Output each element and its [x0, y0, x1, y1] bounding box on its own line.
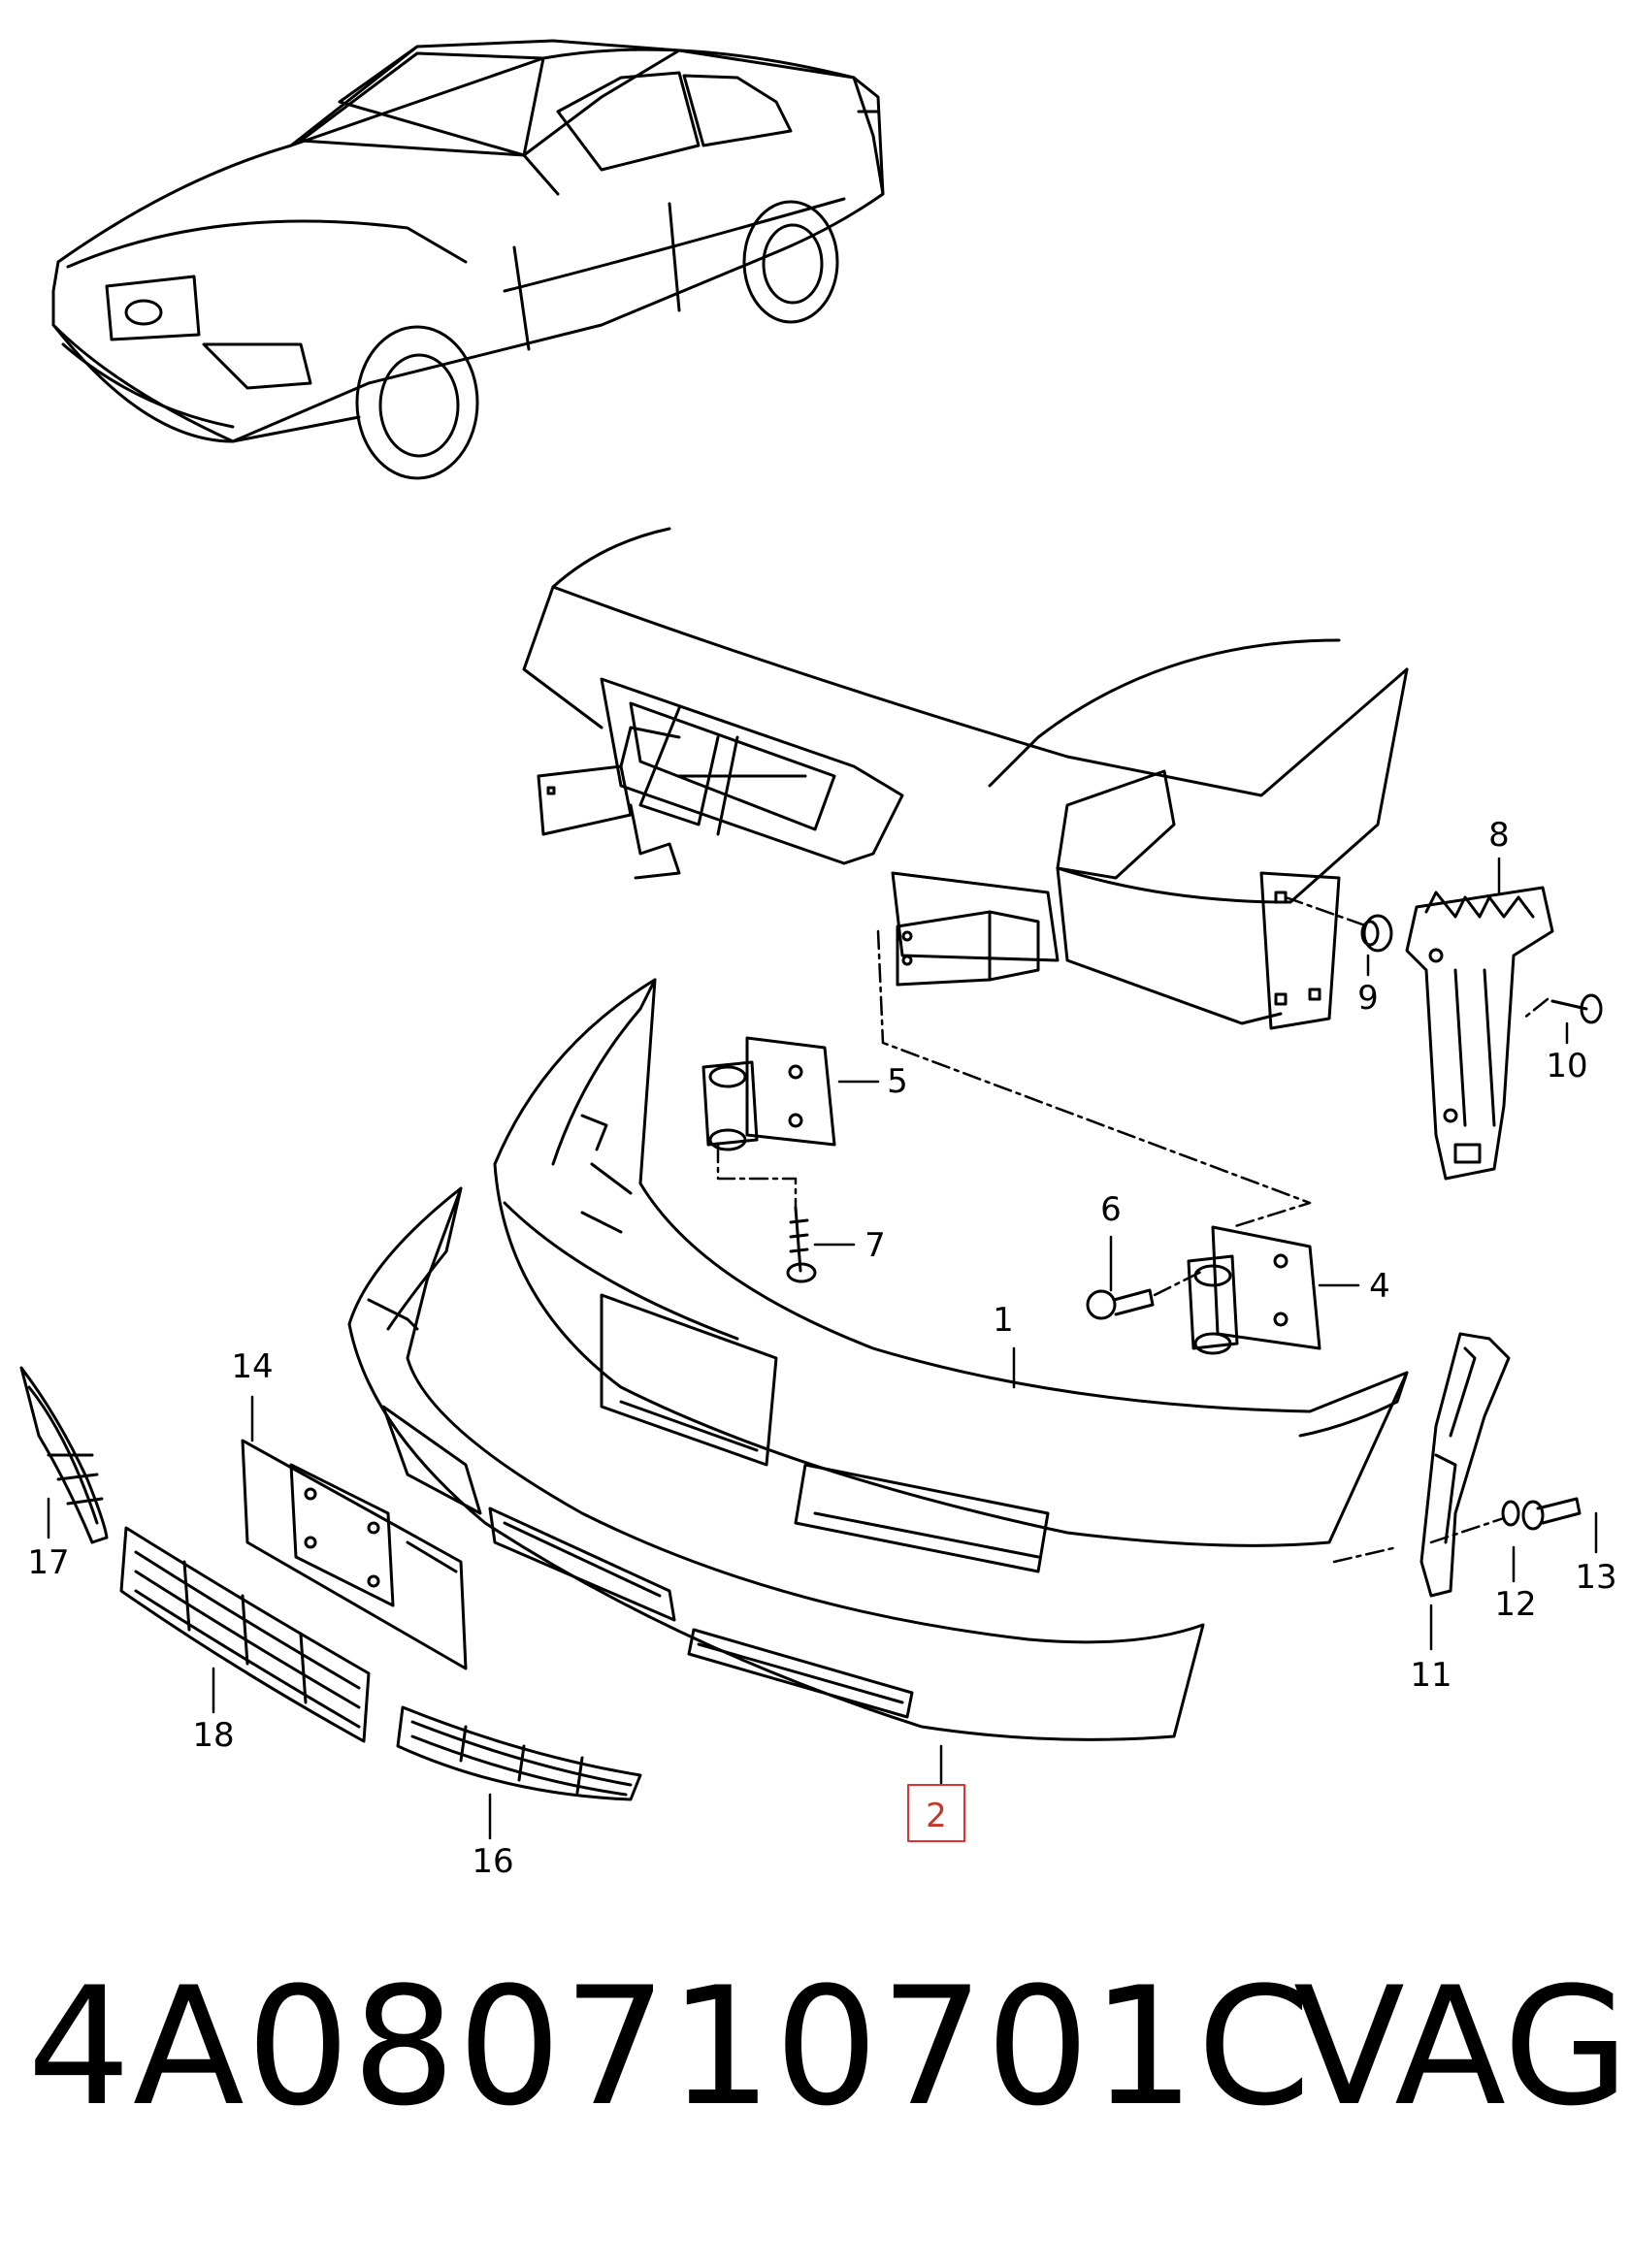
callout-leader-lines [47, 857, 1598, 1840]
callout-labels: 1 2 4 5 6 7 8 9 10 11 12 13 14 16 17 18 [27, 816, 1616, 1881]
callout-16: 16 [472, 1842, 513, 1881]
guide-bracket-part-8 [1405, 886, 1554, 1181]
callout-6: 6 [1100, 1190, 1122, 1229]
highlighted-callout-box [907, 1784, 965, 1842]
side-guide-part-11 [1419, 1332, 1511, 1598]
callout-11: 11 [1410, 1656, 1452, 1695]
callout-4: 4 [1369, 1267, 1390, 1306]
screw-part-13 [1521, 1497, 1582, 1531]
vehicle-front-end-section [522, 527, 1409, 1030]
washer-part-12 [1501, 1500, 1520, 1527]
bumper-spoiler-part-2 [347, 1186, 1205, 1741]
grille-insert-part-16 [396, 1705, 642, 1801]
screw-part-7 [786, 1206, 817, 1283]
callout-14: 14 [231, 1347, 273, 1386]
callout-7: 7 [864, 1226, 886, 1265]
bolt-part-6 [1086, 1288, 1155, 1320]
part-number: 4A080710701C [27, 1952, 1314, 2142]
callout-13: 13 [1575, 1558, 1616, 1597]
callout-5: 5 [887, 1062, 908, 1101]
callout-8: 8 [1488, 816, 1510, 855]
callout-17: 17 [27, 1543, 69, 1582]
bumper-bracket-part-4 [1187, 1225, 1321, 1355]
license-plate-bracket-part-14 [241, 1439, 468, 1670]
callout-2: 2 [926, 1797, 947, 1835]
callout-9: 9 [1357, 979, 1379, 1018]
callout-12: 12 [1494, 1585, 1536, 1624]
grille-insert-part-18 [119, 1526, 371, 1743]
overview-car-illustration [51, 39, 885, 480]
screw-part-10 [1550, 993, 1603, 1024]
brand-name: VAG [1293, 1952, 1630, 2142]
part-number-footer: 4A080710701C VAG [27, 1950, 1629, 2144]
side-grille-part-17 [19, 1366, 109, 1544]
callout-18: 18 [192, 1716, 234, 1755]
callout-10: 10 [1546, 1047, 1587, 1085]
bumper-bracket-part-5 [701, 1036, 836, 1151]
bumper-cover-part-1 [493, 978, 1409, 1573]
assembly-guide-lines [716, 895, 1549, 1564]
callout-1: 1 [993, 1301, 1014, 1340]
clip-part-9 [1360, 914, 1393, 953]
